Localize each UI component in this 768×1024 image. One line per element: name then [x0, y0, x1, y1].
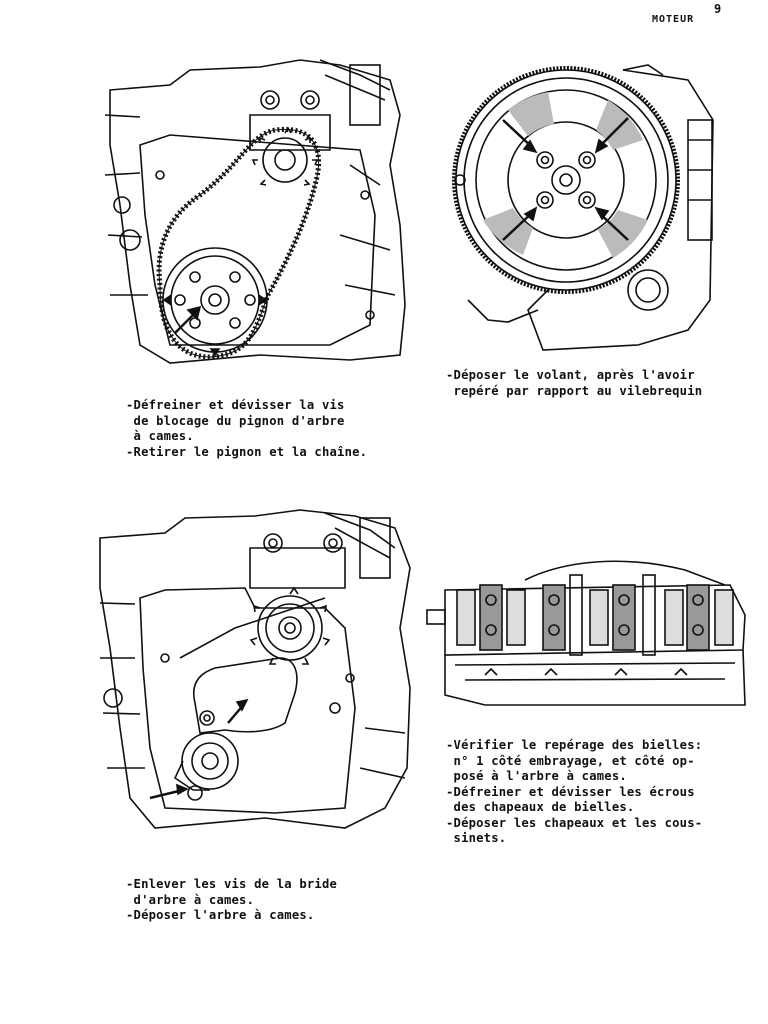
- caption-line: d'arbre à cames.: [126, 892, 255, 907]
- caption-line: -Déposer le volant, après l'avoir: [446, 368, 695, 382]
- caption-line: n° 1 côté embrayage, et côté op-: [446, 753, 695, 768]
- caption-connecting-rods: -Vérifier le repérage des bielles: n° 1 …: [446, 738, 702, 847]
- caption-line: -Défreiner et dévisser les écrous: [446, 784, 695, 799]
- figure-flywheel: [448, 60, 718, 360]
- caption-line: -Déposer l'arbre à cames.: [126, 908, 315, 922]
- caption-flywheel: -Déposer le volant, après l'avoir repéré…: [446, 368, 702, 399]
- caption-line: -Défreiner et dévisser la vis: [126, 398, 345, 412]
- page-number: 9: [714, 2, 722, 16]
- figure-connecting-rods: [425, 555, 755, 715]
- caption-line: sinets.: [446, 831, 507, 845]
- caption-camshaft-sprocket: -Défreiner et dévisser la vis de blocage…: [126, 398, 367, 460]
- figure-camshaft-sprocket-chain: [100, 55, 410, 375]
- caption-line: -Vérifier le repérage des bielles:: [446, 738, 703, 752]
- caption-line: des chapeaux de bielles.: [446, 800, 635, 814]
- figure-camshaft-flange: [95, 508, 415, 838]
- caption-line: -Retirer le pignon et la chaîne.: [126, 444, 368, 459]
- caption-line: de blocage du pignon d'arbre: [126, 413, 345, 428]
- caption-line: -Déposer les chapeaux et les cous-: [446, 815, 703, 830]
- caption-line: posé à l'arbre à cames.: [446, 769, 627, 783]
- section-title: MOTEUR: [652, 14, 695, 25]
- caption-camshaft-flange: -Enlever les vis de la bride d'arbre à c…: [126, 877, 337, 924]
- caption-line: -Enlever les vis de la bride: [126, 877, 338, 891]
- caption-line: repéré par rapport au vilebrequin: [446, 383, 703, 398]
- caption-line: à cames.: [126, 429, 194, 443]
